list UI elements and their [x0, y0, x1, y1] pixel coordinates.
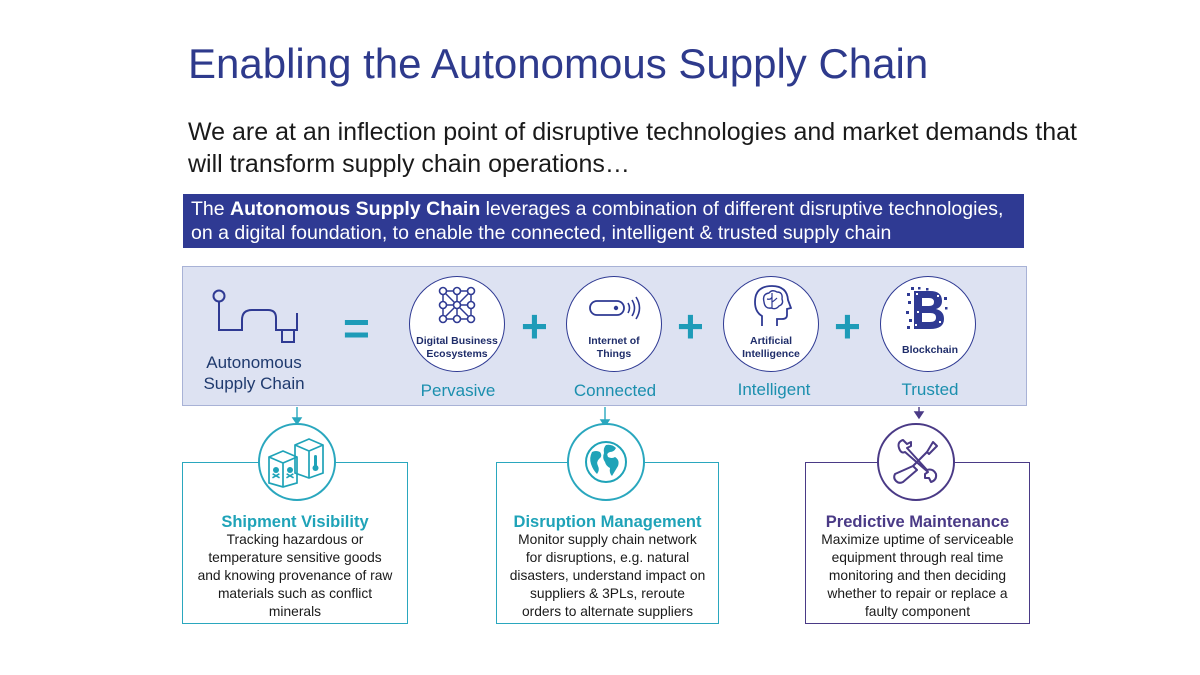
quality-connected: Connected — [573, 381, 657, 400]
card-desc-line: Monitor supply chain network — [518, 532, 697, 547]
card-desc-line: materials such as conflict — [217, 586, 373, 601]
tech-label-line1: Artificial — [749, 335, 792, 347]
tech-label-blockchain: Blockchain — [875, 344, 985, 357]
card-title: Predictive Maintenance — [825, 513, 1010, 531]
banner-prefix: The — [191, 198, 231, 220]
banner-suffix: leverages a combination of different dis… — [191, 198, 1004, 244]
quality-trusted: Trusted — [901, 380, 959, 399]
card-desc-line: suppliers & 3PLs, reroute — [530, 586, 685, 601]
tech-label-line1: Blockchain — [901, 344, 959, 356]
definition-banner: The Autonomous Supply Chain leverages a … — [183, 194, 1024, 248]
quality-intelligent: Intelligent — [737, 380, 811, 399]
card-desc-line: orders to alternate suppliers — [521, 604, 694, 619]
quality-pervasive: Pervasive — [420, 381, 496, 400]
tech-label-line2: Things — [596, 348, 632, 360]
plus-sign-1: + — [521, 300, 548, 352]
tech-label-line1: Digital Business — [416, 335, 498, 347]
card-desc-line: equipment through real time — [831, 550, 1004, 565]
card-description: Tracking hazardous or temperature sensit… — [183, 531, 407, 621]
card-desc-line: and knowing provenance of raw — [197, 568, 393, 583]
card-desc-line: whether to repair or replace a — [827, 586, 1008, 601]
tech-label-line2: Intelligence — [742, 348, 800, 360]
card-desc-line: faulty component — [864, 604, 971, 619]
asc-line1: Autonomous — [206, 353, 302, 372]
supply-chain-path-icon — [212, 289, 298, 343]
card-desc-line: monitoring and then deciding — [828, 568, 1007, 583]
card-desc-line: Tracking hazardous or — [226, 532, 364, 547]
subtitle: We are at an inflection point of disrupt… — [188, 118, 1077, 178]
globe-icon — [585, 441, 627, 483]
tech-circle-iot — [566, 276, 662, 372]
plus-sign-3: + — [834, 300, 861, 352]
tech-label-line2: Ecosystems — [426, 348, 488, 360]
wrench-screwdriver-icon — [893, 439, 938, 484]
hazard-boxes-icon — [268, 438, 324, 488]
network-grid-icon — [438, 286, 476, 324]
card-desc-line: temperature sensitive goods — [208, 550, 382, 565]
card-desc-line: disasters, understand impact on — [509, 568, 706, 583]
tech-label-line1: Internet of — [588, 335, 640, 347]
card-desc-line: for disruptions, e.g. natural — [525, 550, 690, 565]
card-desc-line: Maximize uptime of serviceable — [821, 532, 1014, 547]
card-description: Monitor supply chain network for disrupt… — [497, 531, 718, 621]
plus-sign-2: + — [677, 300, 704, 352]
banner-bold: Autonomous Supply Chain — [230, 198, 481, 220]
equals-sign: = — [343, 302, 370, 354]
sensor-signal-icon — [589, 296, 641, 320]
brain-head-icon — [754, 285, 792, 326]
blockchain-b-icon — [906, 287, 948, 329]
page-title: Enabling the Autonomous Supply Chain — [188, 40, 929, 87]
card-title: Shipment Visibility — [221, 513, 369, 531]
card-desc-line: minerals — [268, 604, 322, 619]
asc-line2: Supply Chain — [203, 374, 305, 393]
card-title: Disruption Management — [513, 513, 702, 531]
card-description: Maximize uptime of serviceable equipment… — [806, 531, 1029, 621]
use-case-card-disruption-management: Disruption Management Monitor supply cha… — [496, 462, 719, 624]
